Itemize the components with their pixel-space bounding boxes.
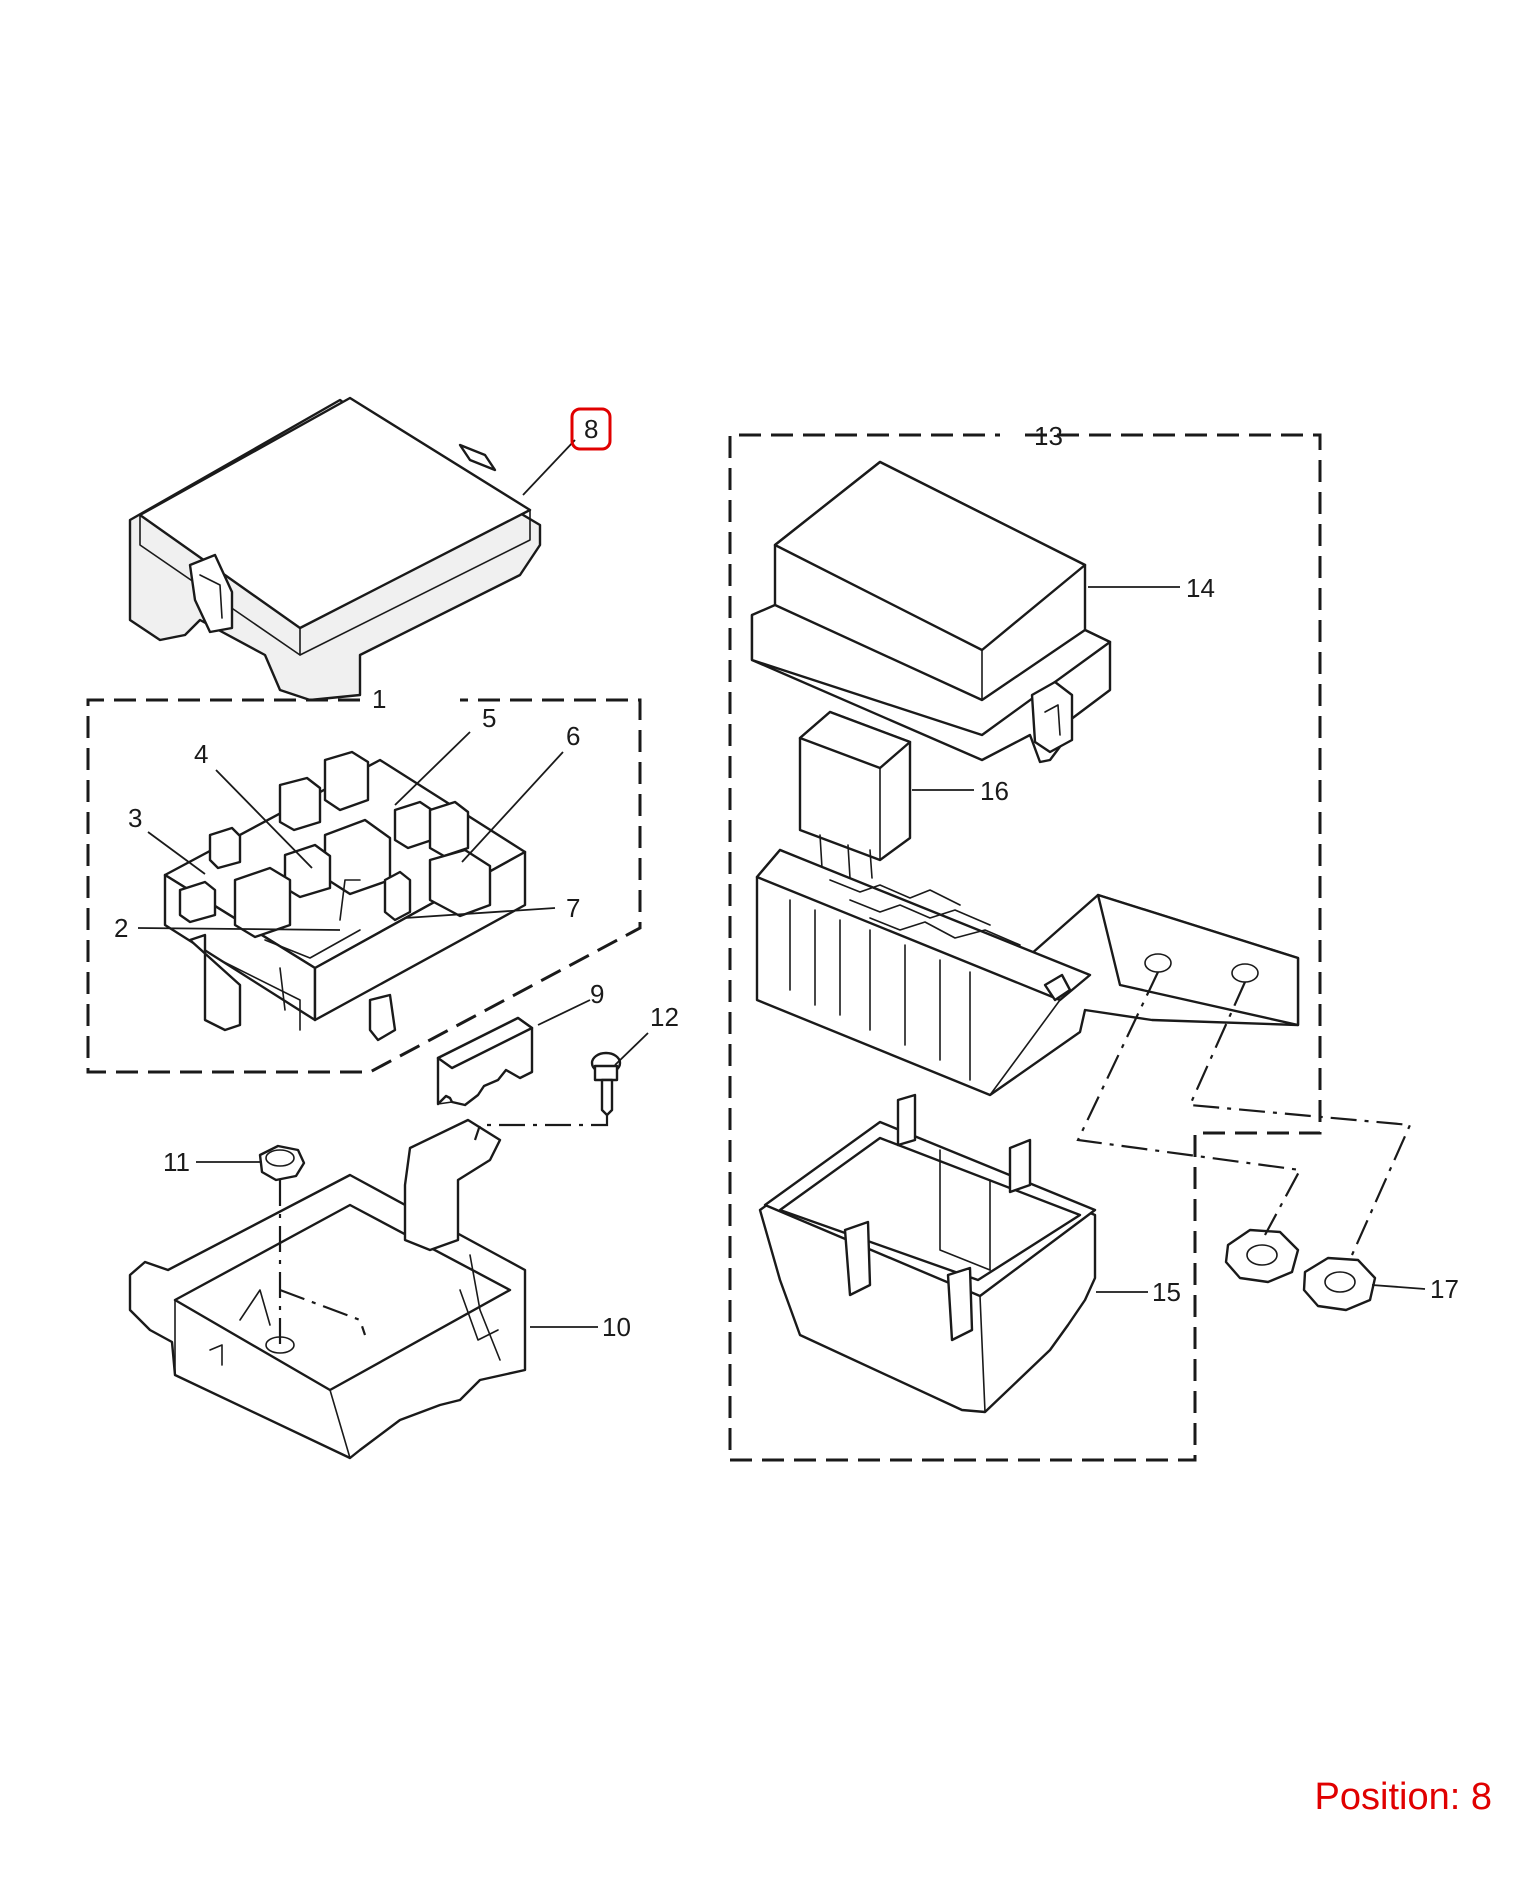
callout-16[interactable]: 16 xyxy=(980,776,1009,806)
callout-3[interactable]: 3 xyxy=(128,803,142,833)
part-9-cable-cover[interactable] xyxy=(436,1016,534,1107)
callout-12[interactable]: 12 xyxy=(650,1002,679,1032)
callout-17[interactable]: 17 xyxy=(1430,1274,1459,1304)
leader-7 xyxy=(404,907,556,919)
callout-9[interactable]: 9 xyxy=(590,979,604,1009)
part-15-relay-housing[interactable] xyxy=(758,1093,1097,1414)
part-10-lower-tray[interactable] xyxy=(128,1118,527,1460)
part-13-group-outline xyxy=(728,433,1322,1462)
callout-13[interactable]: 13 xyxy=(1034,421,1063,451)
callout-1[interactable]: 1 xyxy=(372,684,386,714)
callout-8[interactable]: 8 xyxy=(584,414,598,444)
part-14-relay-lid[interactable] xyxy=(750,460,1112,764)
leader-8 xyxy=(522,439,576,496)
assembly-line-17b xyxy=(1188,981,1412,1256)
callout-8-highlight xyxy=(570,407,612,451)
callout-10[interactable]: 10 xyxy=(602,1312,631,1342)
callout-15[interactable]: 15 xyxy=(1152,1277,1181,1307)
part-1-fuse-assembly[interactable] xyxy=(163,750,527,1042)
leader-17 xyxy=(1371,1284,1426,1290)
callout-14[interactable]: 14 xyxy=(1186,573,1215,603)
part-13-relay-base[interactable] xyxy=(755,848,1300,1097)
leader-4 xyxy=(215,769,313,869)
assembly-line-10 xyxy=(279,1288,367,1336)
callout-7[interactable]: 7 xyxy=(566,893,580,923)
part-8-fusebox-cover[interactable] xyxy=(128,396,542,702)
assembly-line-17a xyxy=(1076,971,1302,1236)
callout-2[interactable]: 2 xyxy=(114,913,128,943)
leader-5 xyxy=(394,731,471,806)
part-12-screw[interactable] xyxy=(590,1051,622,1117)
callout-4[interactable]: 4 xyxy=(194,739,208,769)
position-label: Position: 8 xyxy=(1314,1776,1492,1818)
leader-12 xyxy=(614,1032,649,1066)
leader-9 xyxy=(537,999,591,1026)
leader-2 xyxy=(137,927,341,931)
part-17-flange-nuts[interactable] xyxy=(1224,1228,1377,1312)
part-1-group-outline xyxy=(86,698,642,1074)
callout-5[interactable]: 5 xyxy=(482,703,496,733)
callout-6[interactable]: 6 xyxy=(566,721,580,751)
assembly-line-12 xyxy=(473,1115,609,1141)
part-16-relay[interactable] xyxy=(798,710,912,879)
leader-6 xyxy=(461,751,564,863)
leader-3 xyxy=(147,831,206,875)
callout-11[interactable]: 11 xyxy=(163,1147,190,1177)
part-11-nut[interactable] xyxy=(258,1144,306,1182)
